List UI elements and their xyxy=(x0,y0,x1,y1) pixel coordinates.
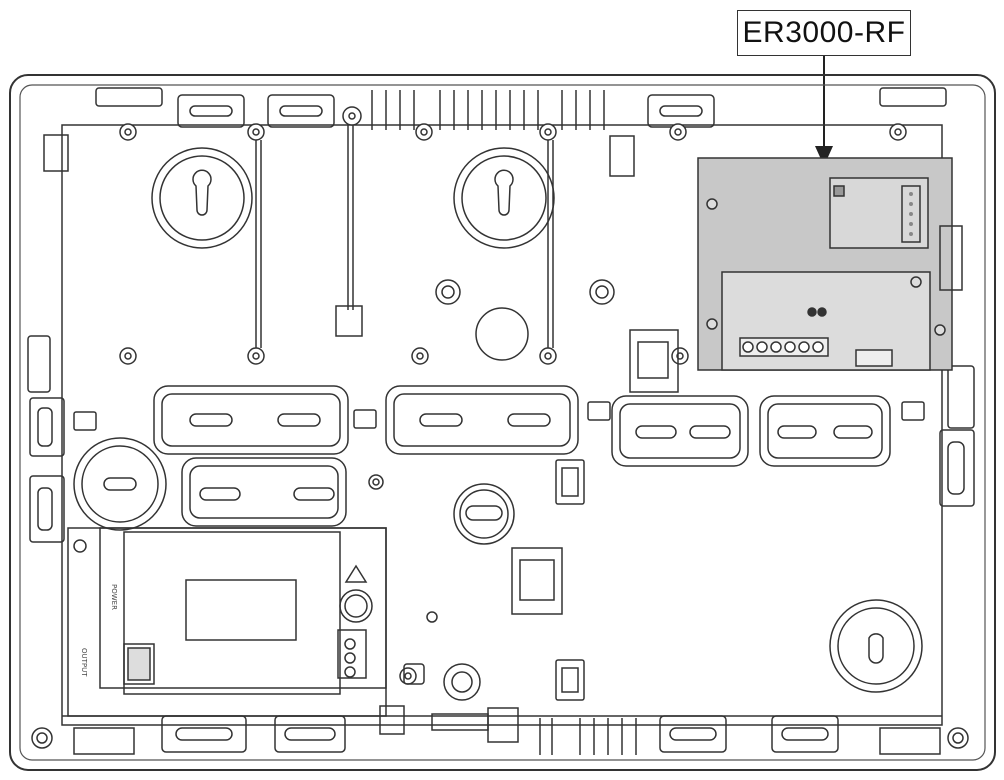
er3000-rf-board xyxy=(697,157,963,371)
middle-knockouts xyxy=(73,385,925,527)
top-ribs xyxy=(371,90,605,130)
bottom-knockouts xyxy=(161,715,839,755)
top-knockouts xyxy=(95,87,947,128)
round-knockout-left xyxy=(73,437,167,531)
tamper-clips xyxy=(43,134,679,743)
screw-bosses xyxy=(31,106,969,749)
er3000-rf-callout: ER3000-RF xyxy=(737,10,911,56)
outer-housing xyxy=(9,74,996,771)
callout-arrowhead xyxy=(815,146,833,166)
inner-housing xyxy=(19,84,986,761)
rod-clip xyxy=(335,305,363,337)
back-panel xyxy=(61,124,943,726)
callout-label: ER3000-RF xyxy=(742,16,906,49)
fuse-holder xyxy=(453,483,515,545)
side-knockouts xyxy=(27,335,975,543)
power-label: POWER xyxy=(110,584,118,610)
guide-rods xyxy=(255,125,554,348)
power-supply-module xyxy=(67,527,417,717)
output-label: OUTPUT xyxy=(80,648,88,677)
bottom-flanges xyxy=(62,715,942,755)
keyhole-mounts xyxy=(151,147,923,693)
